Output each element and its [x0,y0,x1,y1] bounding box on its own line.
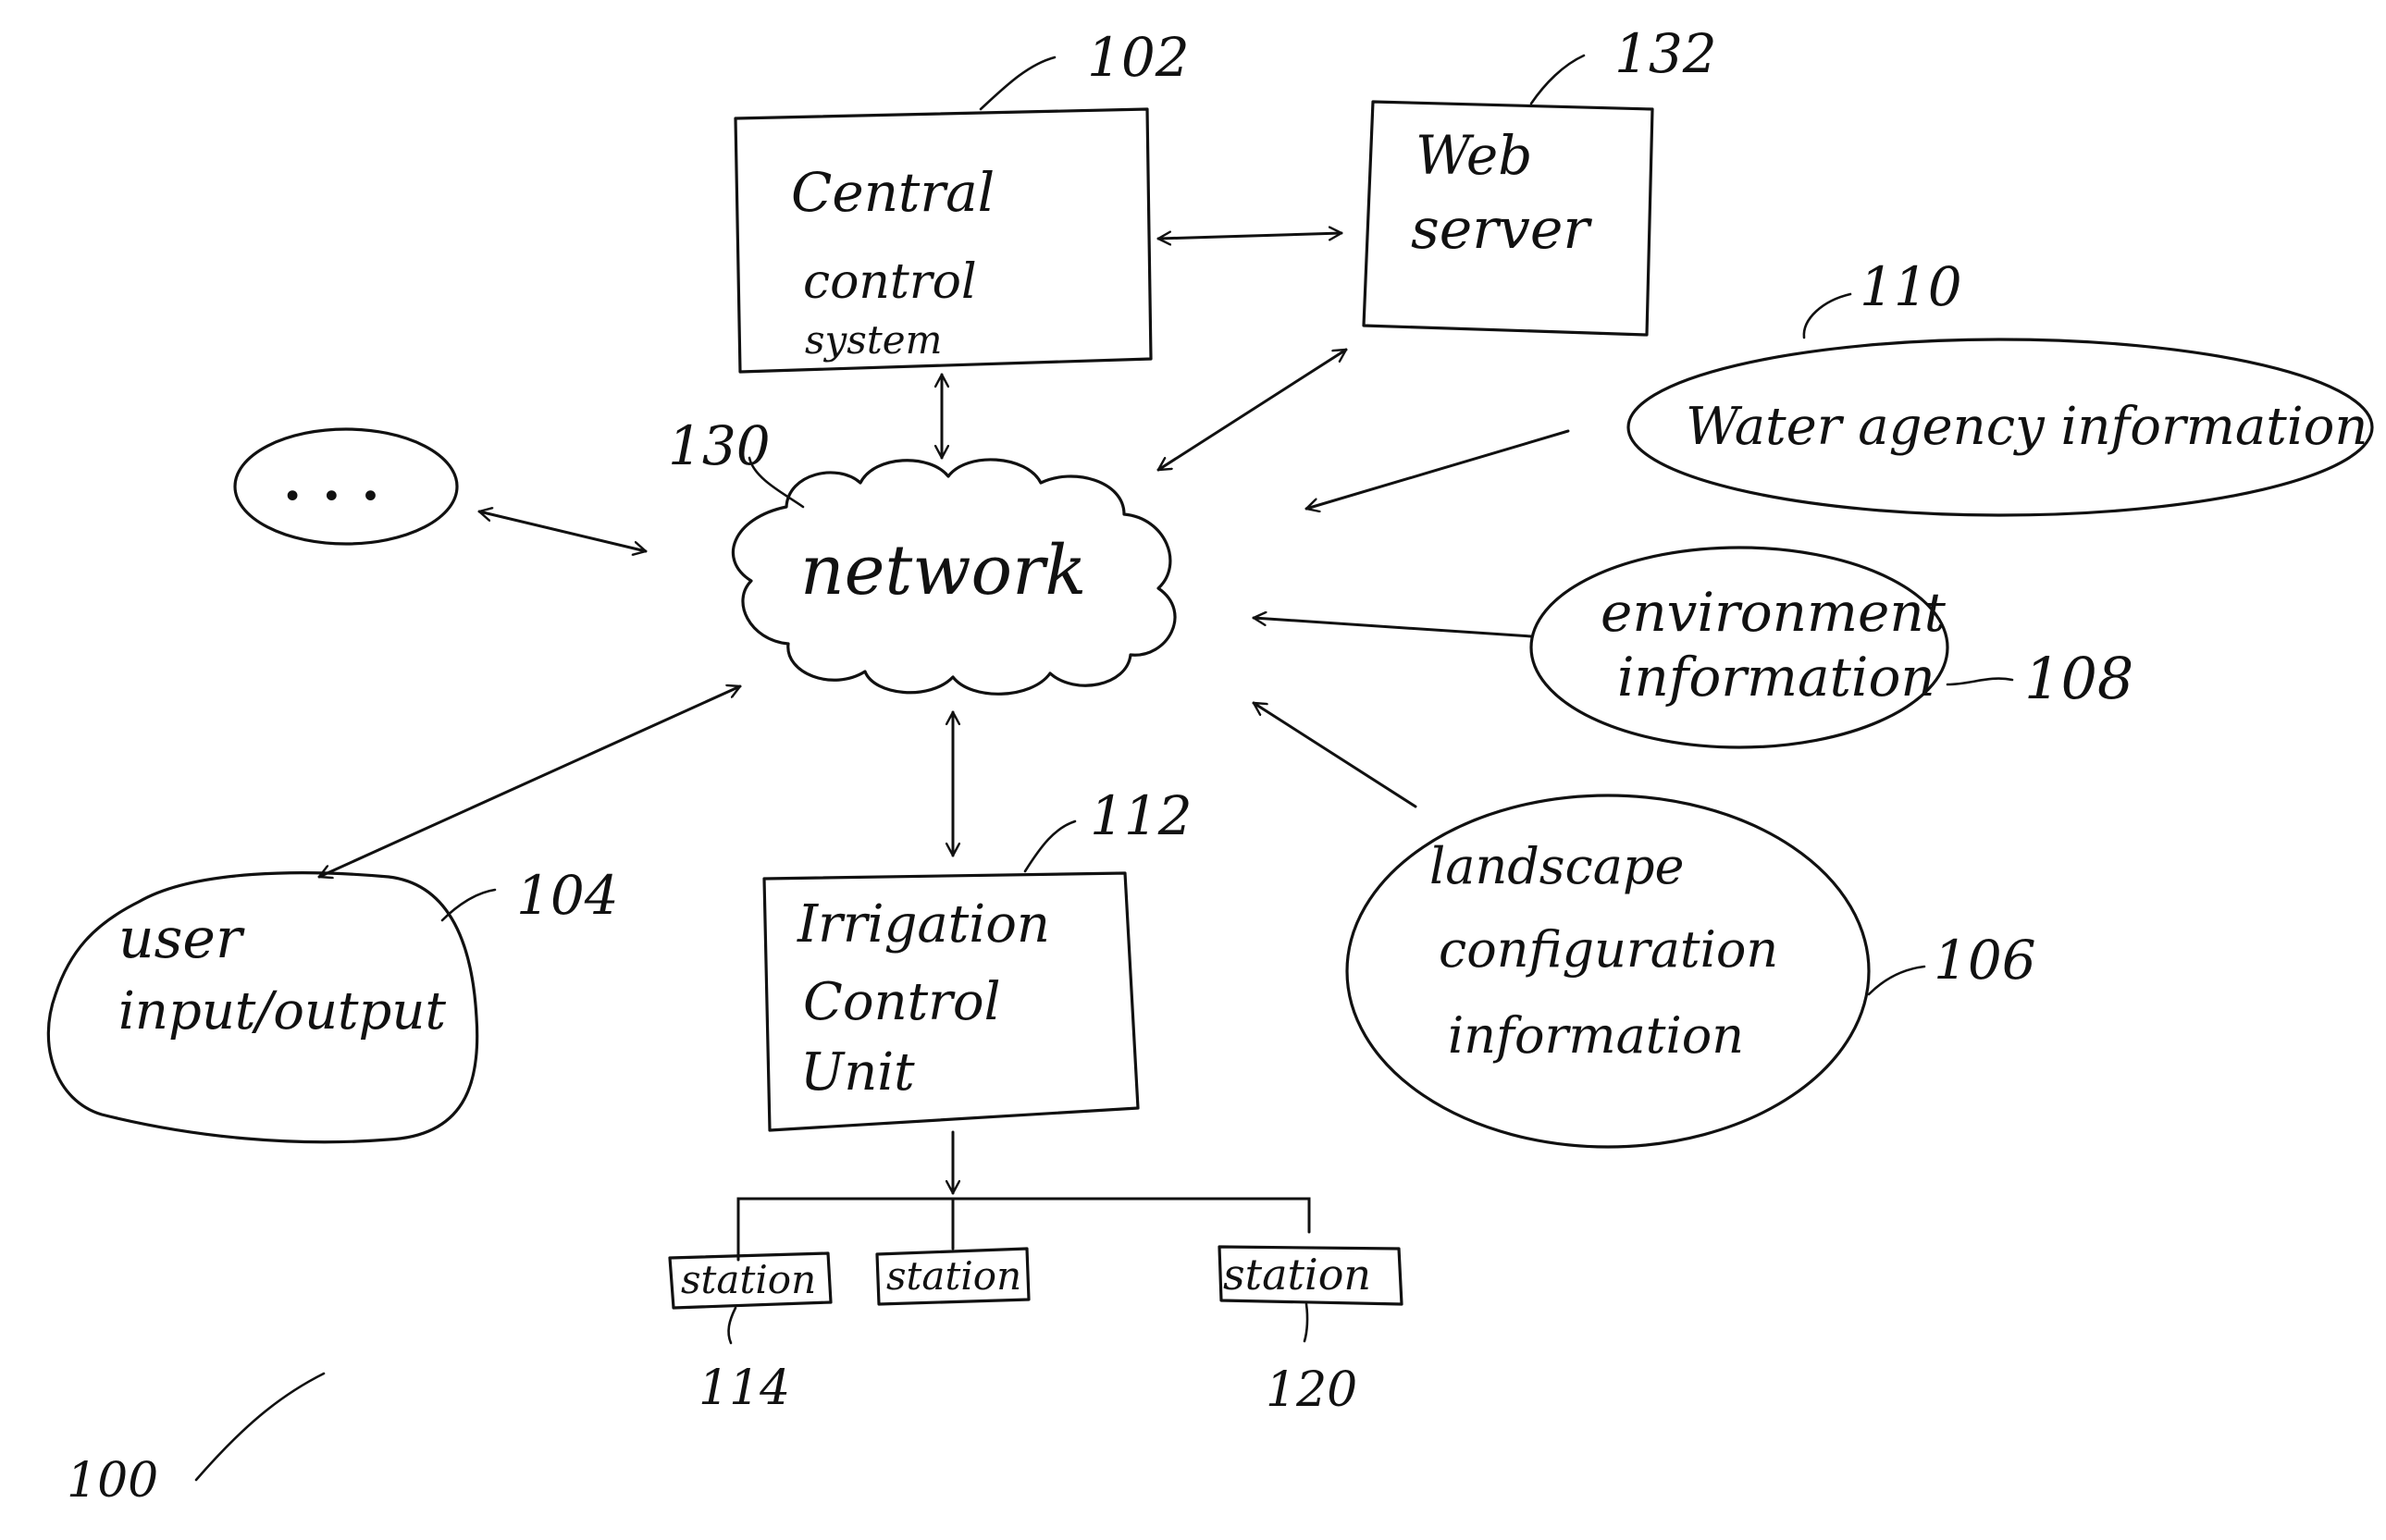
central-box [736,109,1151,372]
leader-114 [729,1308,736,1343]
leader-132 [1531,55,1584,104]
node-station-1: station [670,1253,831,1308]
web-label-line-1: Web [1416,124,1532,187]
ref-102: 102 [1087,26,1190,89]
landscape-label-line-3: information [1448,1006,1744,1065]
ref-112: 112 [1090,784,1193,847]
node-landscape: landscape configuration information [1347,795,1869,1147]
leader-120 [1304,1304,1307,1341]
user-label-line-1: user [118,906,245,971]
node-user: user input/output [48,873,476,1142]
landscape-label-line-2: configuration [1439,920,1778,979]
ref-106: 106 [1934,929,2036,992]
node-environment: environment information [1531,548,1947,747]
leader-102 [981,57,1055,109]
irrigation-label-line-3: Unit [800,1042,915,1103]
ref-108: 108 [2024,645,2133,712]
leader-108 [1947,679,2012,684]
central-label-line-2: control [803,254,977,310]
edge-web-network [1158,350,1346,470]
leader-100 [196,1374,324,1480]
leader-110 [1804,294,1850,338]
ref-110: 110 [1860,255,1962,318]
ref-130: 130 [668,414,771,477]
environment-label-line-1: environment [1601,581,1947,644]
node-ellipsis: ... [235,429,457,544]
station-1-label: station [681,1257,816,1302]
environment-label-line-2: information [1617,646,1935,708]
edges [319,233,1568,1260]
water-label: Water agency information [1686,397,2367,457]
central-label-line-1: Central [791,161,995,224]
landscape-label-line-1: landscape [1429,837,1684,895]
node-station-2: station [877,1249,1029,1304]
ref-114: 114 [698,1361,790,1416]
edge-user-network [319,686,740,877]
ref-104: 104 [516,864,619,927]
leader-106 [1869,967,1924,994]
web-label-line-2: server [1411,197,1592,262]
node-irrigation: Irrigation Control Unit [764,873,1138,1130]
irrigation-label-line-1: Irrigation [797,894,1050,955]
leader-112 [1025,821,1075,871]
reference-numerals: 102 132 110 130 108 104 112 106 114 120 … [67,22,2133,1509]
ellipsis-label: ... [283,450,401,512]
ref-120: 120 [1266,1362,1357,1418]
node-station-3: station [1219,1247,1402,1304]
ref-100: 100 [67,1453,158,1509]
user-label-line-2: input/output [118,981,446,1041]
edge-ellipsis-network [479,511,646,551]
edge-landscape-network [1254,703,1416,807]
edge-environment-network [1254,618,1531,636]
irrigation-label-line-2: Control [803,972,1001,1032]
central-label-line-3: system [805,317,942,363]
station-2-label: station [886,1253,1021,1299]
station-3-label: station [1223,1250,1371,1300]
node-network: network [733,460,1175,694]
ref-132: 132 [1614,22,1717,85]
node-water: Water agency information [1628,339,2372,515]
node-web: Web server [1364,102,1652,335]
edge-central-web [1158,233,1341,239]
network-label: network [800,531,1086,610]
edge-water-network [1306,431,1568,509]
node-central: Central control system [736,109,1151,372]
